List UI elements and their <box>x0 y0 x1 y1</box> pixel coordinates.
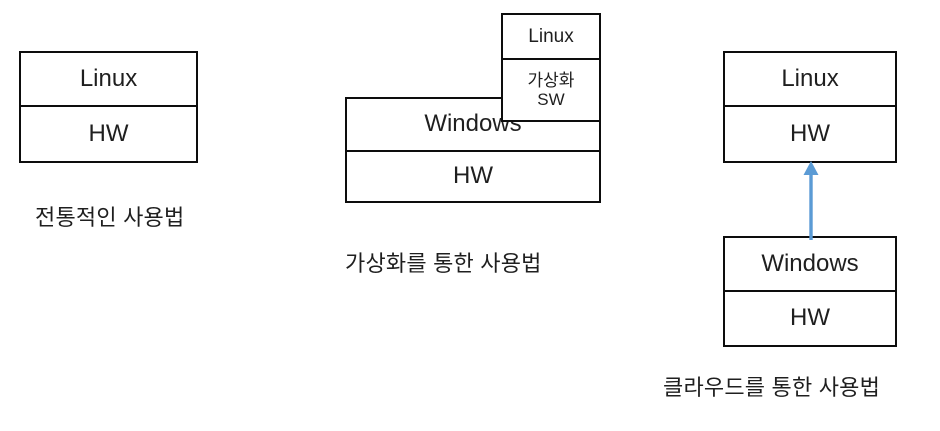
traditional-hw-box: HW <box>19 107 198 163</box>
virtualization-sw-label-line2: SW <box>537 90 565 109</box>
virtualization-hw-label: HW <box>453 162 493 190</box>
cloud-remote-hw-label: HW <box>790 119 830 147</box>
cloud-remote-hw-box: HW <box>723 107 897 163</box>
cloud-linux-label: Linux <box>781 64 839 92</box>
virtualization-sw-label-line1: 가상화 <box>527 70 575 90</box>
virtualization-guest-linux-label: Linux <box>528 25 574 47</box>
cloud-windows-label: Windows <box>761 249 859 277</box>
traditional-hw-label: HW <box>88 119 129 147</box>
cloud-windows-box: Windows <box>723 236 897 292</box>
cloud-local-hw-label: HW <box>790 304 830 332</box>
cloud-caption: 클라우드를 통한 사용법 <box>663 375 881 400</box>
virtualization-hw-box: HW <box>345 152 601 203</box>
cloud-upward-arrow-icon <box>803 161 819 240</box>
virtualization-sw-label: 가상화 SW <box>528 71 575 109</box>
cloud-local-hw-box: HW <box>723 292 897 347</box>
virtualization-caption: 가상화를 통한 사용법 <box>345 251 542 276</box>
traditional-caption: 전통적인 사용법 <box>35 205 185 230</box>
cloud-linux-box: Linux <box>723 51 897 107</box>
traditional-linux-box: Linux <box>19 51 198 107</box>
traditional-linux-label: Linux <box>79 64 138 92</box>
virtualization-sw-box: 가상화 SW <box>501 60 601 122</box>
virtualization-guest-linux-box: Linux <box>501 13 601 60</box>
